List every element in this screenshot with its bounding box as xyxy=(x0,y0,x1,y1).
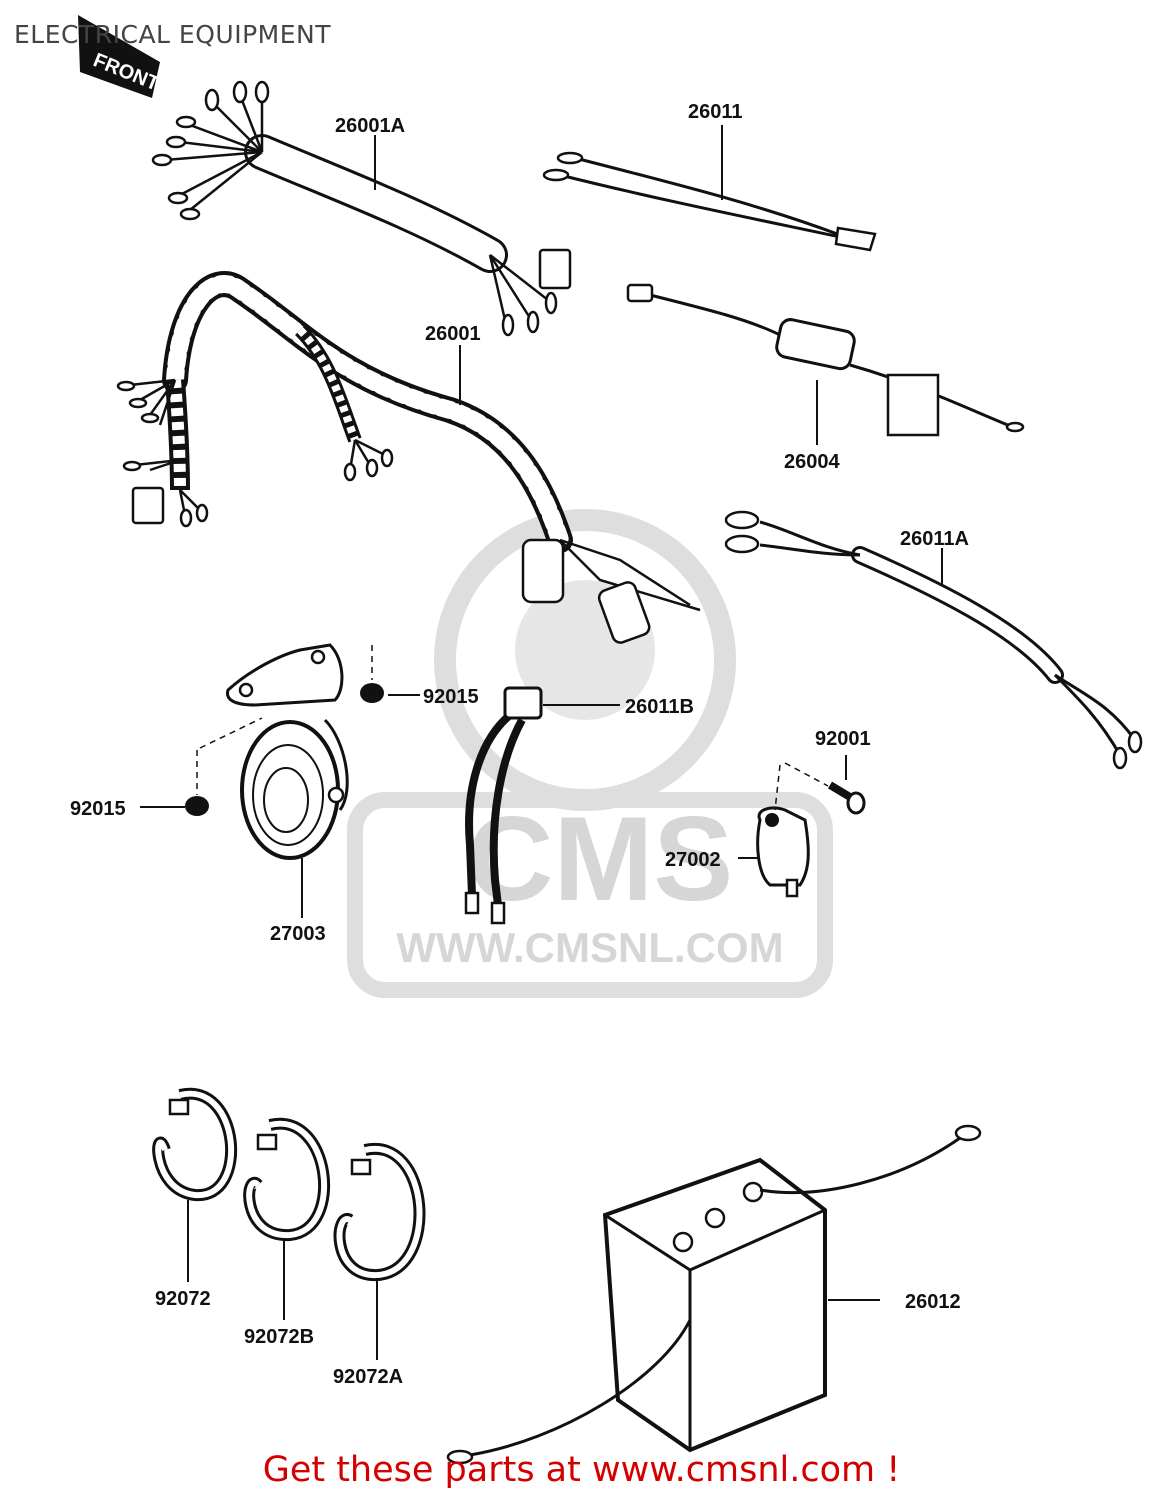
part-label-26011a: 26011A xyxy=(900,528,969,550)
part-label-92015-lower: 92015 xyxy=(70,798,126,820)
part-label-26011: 26011 xyxy=(688,101,743,123)
horn-27003 xyxy=(140,643,420,918)
cms-watermark: CMS WWW.CMSNL.COM xyxy=(347,509,833,998)
lead-wire-26011a xyxy=(724,510,1143,770)
lead-wire-26011 xyxy=(542,125,877,252)
part-label-92072b: 92072B xyxy=(244,1326,314,1348)
lead-wire-26011b xyxy=(464,686,620,925)
part-label-26011b: 26011B xyxy=(625,696,694,718)
band-92072a xyxy=(333,1142,426,1360)
part-label-92001: 92001 xyxy=(815,728,871,750)
sub-harness-26001a xyxy=(151,80,572,337)
band-92072 xyxy=(152,1087,238,1282)
part-label-26001: 26001 xyxy=(425,323,481,345)
junction-26004 xyxy=(626,283,1025,445)
part-label-92072a: 92072A xyxy=(333,1366,403,1388)
part-labels: 26001A 26011 26001 26004 26011A 92015 26… xyxy=(70,101,969,1388)
battery-26012 xyxy=(446,1124,982,1465)
part-label-27002: 27002 xyxy=(665,849,721,871)
switch-27002 xyxy=(738,755,866,898)
watermark-url: WWW.CMSNL.COM xyxy=(396,924,783,971)
part-label-92072: 92072 xyxy=(155,1288,211,1310)
part-label-92015-upper: 92015 xyxy=(423,686,479,708)
main-harness-26001 xyxy=(116,271,701,644)
part-label-26012: 26012 xyxy=(905,1291,961,1313)
part-label-27003: 27003 xyxy=(270,923,326,945)
front-tag: FRONT xyxy=(78,15,162,98)
part-label-26001a: 26001A xyxy=(335,115,405,137)
band-92072b xyxy=(243,1117,331,1320)
page-title: ELECTRICAL EQUIPMENT xyxy=(14,20,331,49)
footer-link[interactable]: Get these parts at www.cmsnl.com ! xyxy=(262,1450,901,1490)
watermark-brand: CMS xyxy=(467,792,734,926)
part-label-26004: 26004 xyxy=(784,451,840,473)
